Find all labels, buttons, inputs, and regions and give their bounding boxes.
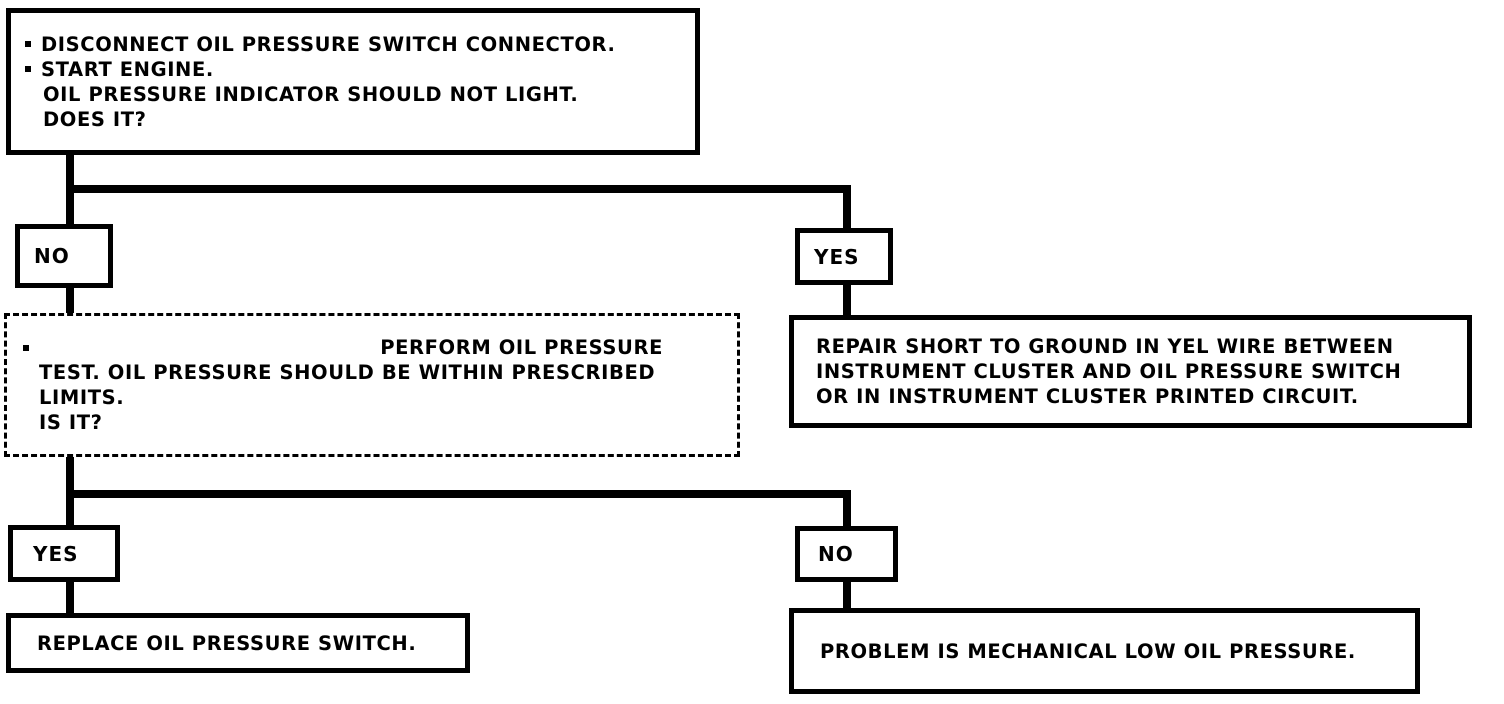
branch-yes-upper-inner: YES — [800, 245, 888, 269]
start-line-2-row: START ENGINE. — [25, 57, 681, 82]
branch-yes-upper: YES — [795, 228, 893, 285]
perform-line-1-tail: PERFORM OIL PRESSURE — [380, 336, 663, 359]
branch-no-upper-inner: NO — [20, 244, 108, 268]
connector-yes-to-repair — [843, 283, 851, 319]
connector-perform-down — [66, 455, 74, 500]
connector-branch2-yes-drop — [66, 490, 74, 530]
branch-no-upper: NO — [15, 224, 113, 288]
connector-branch2-no-drop — [843, 490, 851, 530]
branch-yes-lower-inner: YES — [13, 542, 115, 566]
start-line-1: DISCONNECT OIL PRESSURE SWITCH CONNECTOR… — [41, 32, 616, 56]
connector-yes-to-replace — [66, 580, 74, 616]
repair-line-1: REPAIR SHORT TO GROUND IN YEL WIRE BETWE… — [816, 335, 1394, 358]
perform-test-text: PERFORM OIL PRESSURE TEST. OIL PRESSURE … — [7, 335, 737, 435]
connector-branch2-horizontal — [66, 490, 851, 498]
problem-line-1: PROBLEM IS MECHANICAL LOW OIL PRESSURE. — [820, 639, 1356, 663]
start-instruction-box: DISCONNECT OIL PRESSURE SWITCH CONNECTOR… — [6, 8, 700, 155]
perform-oil-pressure-test-box: PERFORM OIL PRESSURE TEST. OIL PRESSURE … — [4, 313, 740, 457]
mechanical-low-oil-pressure-box: PROBLEM IS MECHANICAL LOW OIL PRESSURE. — [789, 608, 1420, 694]
branch-no-lower-label: NO — [818, 542, 854, 566]
bullet-square-icon — [23, 345, 29, 351]
branch-no-lower-inner: NO — [800, 542, 893, 566]
bullet-square-icon — [25, 40, 31, 47]
start-line-4: DOES IT? — [43, 107, 147, 131]
perform-line-4: IS IT? — [39, 411, 103, 434]
repair-line-2: INSTRUMENT CLUSTER AND OIL PRESSURE SWIT… — [816, 360, 1402, 383]
connector-start-down — [66, 153, 74, 193]
repair-short-text: REPAIR SHORT TO GROUND IN YEL WIRE BETWE… — [794, 334, 1467, 409]
connector-branch1-yes-drop — [843, 185, 851, 235]
connector-branch1-horizontal — [66, 185, 851, 193]
perform-line-3: LIMITS. — [39, 386, 125, 409]
start-line-2: START ENGINE. — [41, 57, 214, 81]
connector-no-to-problem — [843, 580, 851, 612]
start-line-3: OIL PRESSURE INDICATOR SHOULD NOT LIGHT. — [43, 82, 579, 106]
repair-short-to-ground-box: REPAIR SHORT TO GROUND IN YEL WIRE BETWE… — [789, 315, 1472, 428]
perform-line-2: TEST. OIL PRESSURE SHOULD BE WITHIN PRES… — [39, 361, 656, 384]
replace-switch-text: REPLACE OIL PRESSURE SWITCH. — [11, 631, 465, 656]
connector-branch1-no-drop — [66, 185, 74, 230]
branch-no-upper-label: NO — [34, 244, 70, 268]
branch-yes-lower: YES — [8, 525, 120, 582]
start-instruction-text: DISCONNECT OIL PRESSURE SWITCH CONNECTOR… — [11, 32, 695, 132]
branch-yes-upper-label: YES — [814, 244, 860, 269]
start-line-1-row: DISCONNECT OIL PRESSURE SWITCH CONNECTOR… — [25, 32, 681, 57]
replace-oil-pressure-switch-box: REPLACE OIL PRESSURE SWITCH. — [6, 613, 470, 673]
branch-no-lower: NO — [795, 526, 898, 582]
bullet-square-icon — [25, 65, 31, 72]
repair-line-3: OR IN INSTRUMENT CLUSTER PRINTED CIRCUIT… — [816, 385, 1359, 408]
connector-no-to-perform-test — [66, 286, 74, 318]
perform-line-1-row: PERFORM OIL PRESSURE — [23, 335, 721, 360]
branch-yes-lower-label: YES — [33, 541, 79, 566]
replace-line-1: REPLACE OIL PRESSURE SWITCH. — [37, 631, 417, 655]
mechanical-problem-text: PROBLEM IS MECHANICAL LOW OIL PRESSURE. — [794, 639, 1415, 664]
